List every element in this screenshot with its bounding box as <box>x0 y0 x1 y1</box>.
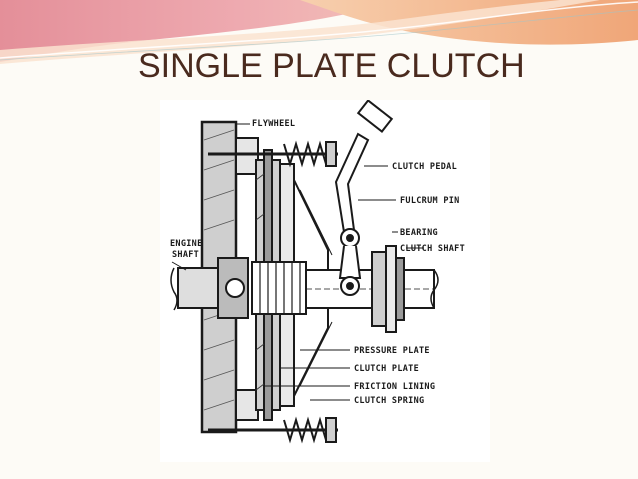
clutch-pedal-part <box>334 100 394 296</box>
banner-wave-teal-line <box>0 9 638 61</box>
single-plate-clutch-diagram: FLYWHEEL CLUTCH PEDAL FULCRUM PIN BEARIN… <box>160 100 490 462</box>
label-clutch-plate: CLUTCH PLATE <box>354 364 419 374</box>
clutch-spring-top <box>208 140 338 168</box>
label-flywheel: FLYWHEEL <box>252 119 295 129</box>
label-bearing: BEARING <box>400 228 438 238</box>
banner-wave-peach <box>300 0 638 45</box>
banner-wave-pink <box>0 0 400 62</box>
clutch-hub-part <box>251 261 307 315</box>
label-friction-lining: FRICTION LINING <box>354 382 435 392</box>
label-clutch-spring: CLUTCH SPRING <box>354 396 424 406</box>
slide-header-banner <box>0 0 638 64</box>
label-clutch-shaft: CLUTCH SHAFT <box>400 244 465 254</box>
clutch-shaft-part <box>305 269 439 309</box>
leader-lines <box>171 123 424 401</box>
label-clutch-pedal: CLUTCH PEDAL <box>392 162 457 172</box>
label-engine: ENGINE <box>170 239 203 249</box>
engine-shaft-part <box>170 257 249 319</box>
clutch-spring-bottom <box>208 416 338 444</box>
label-pressure-plate: PRESSURE PLATE <box>354 346 430 356</box>
slide-title: SINGLE PLATE CLUTCH <box>138 47 525 85</box>
banner-wave-line <box>0 1 638 59</box>
bearing-part <box>371 245 405 333</box>
label-fulcrum-pin: FULCRUM PIN <box>400 196 460 206</box>
label-shaft: SHAFT <box>172 250 199 260</box>
